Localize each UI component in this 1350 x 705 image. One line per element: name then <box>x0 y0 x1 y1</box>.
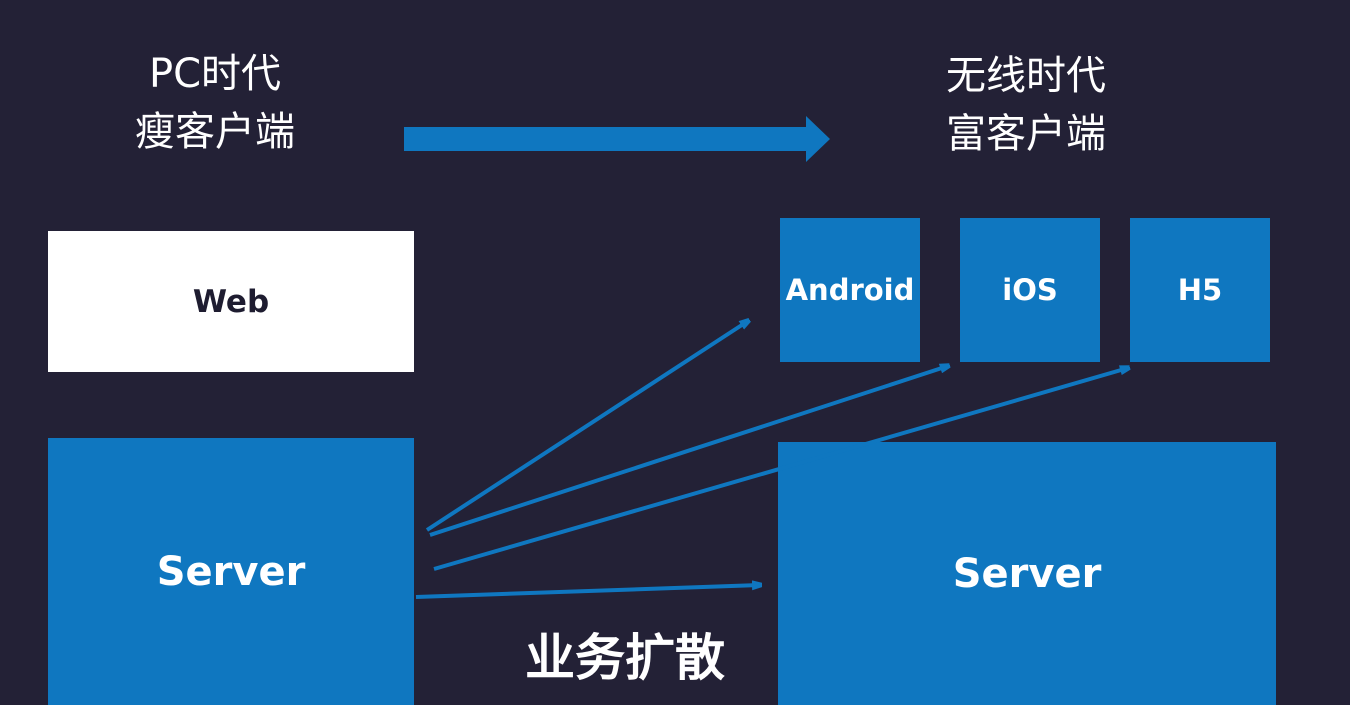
pc-era-heading: PC时代 瘦客户端 <box>100 45 330 161</box>
business-expansion-caption: 业务扩散 <box>505 626 745 690</box>
android-box: Android <box>780 218 920 362</box>
wireless-era-title: 无线时代 <box>946 53 1106 99</box>
arrow-to-ios <box>429 366 948 537</box>
wireless-server-label: Server <box>952 550 1102 597</box>
h5-box-label: H5 <box>1177 273 1223 307</box>
pc-server-label: Server <box>156 548 306 595</box>
caption-text: 业务扩散 <box>525 629 725 687</box>
arrow-to-android <box>425 321 748 532</box>
wireless-server-box: Server <box>778 442 1276 705</box>
android-box-label: Android <box>785 273 915 307</box>
arrow-to-server <box>415 585 760 599</box>
h5-box: H5 <box>1130 218 1270 362</box>
ios-box: iOS <box>960 218 1100 362</box>
rich-client-subtitle: 富客户端 <box>946 111 1106 157</box>
thin-client-subtitle: 瘦客户端 <box>135 109 295 155</box>
web-box: Web <box>48 231 414 372</box>
pc-server-box: Server <box>48 438 414 705</box>
web-box-label: Web <box>192 283 270 320</box>
evolution-arrow <box>404 116 830 162</box>
wireless-era-heading: 无线时代 富客户端 <box>915 47 1137 163</box>
ios-box-label: iOS <box>1002 273 1058 307</box>
pc-era-title: PC时代 <box>148 51 282 97</box>
arrow-to-h5 <box>433 368 1128 571</box>
